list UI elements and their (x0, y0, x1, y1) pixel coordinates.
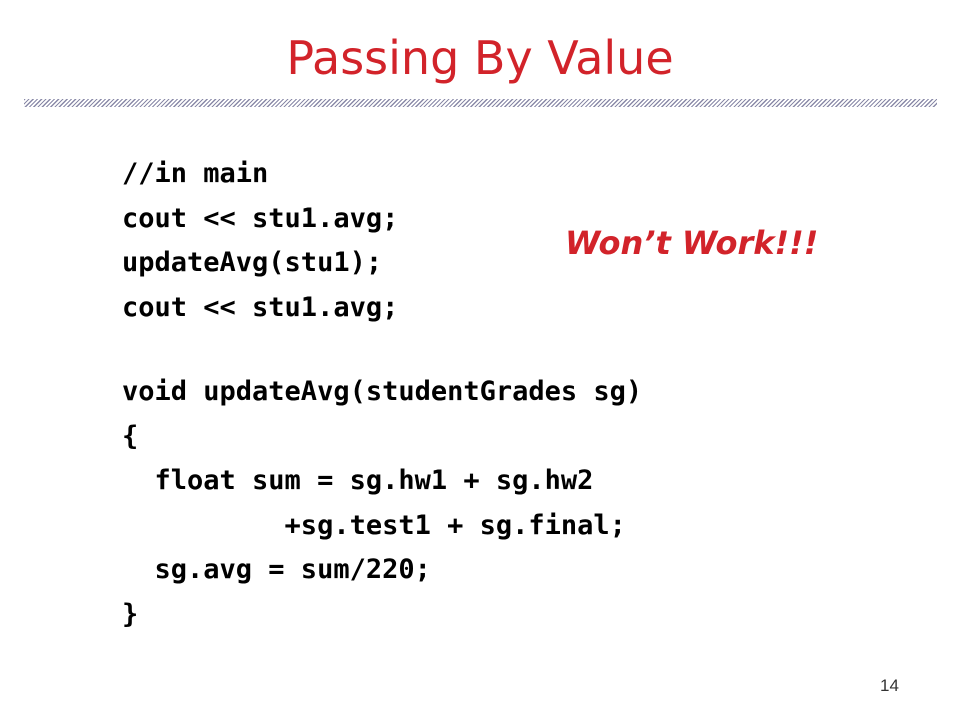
code-line: float sum = sg.hw1 + sg.hw2 (122, 465, 594, 496)
code-line: +sg.test1 + sg.final; (122, 509, 626, 541)
code-line: sg.avg = sum/220; (122, 554, 431, 585)
code-line: } (122, 598, 139, 630)
wont-work-callout: Won’t Work!!! (565, 224, 819, 262)
code-line: updateAvg(stu1); (122, 247, 383, 278)
page-number: 14 (880, 676, 899, 695)
title-divider (24, 99, 937, 107)
code-line: //in main (122, 158, 269, 189)
function-code-block: void updateAvg(studentGrades sg) { float… (122, 370, 642, 637)
code-line: void updateAvg(studentGrades sg) (122, 376, 643, 407)
code-line: cout << stu1.avg; (122, 202, 399, 234)
code-line: { (122, 420, 139, 452)
code-line: cout << stu1.avg; (122, 291, 399, 323)
main-code-block: //in main cout << stu1.avg; updateAvg(st… (122, 152, 398, 330)
slide-title: Passing By Value (286, 31, 674, 85)
